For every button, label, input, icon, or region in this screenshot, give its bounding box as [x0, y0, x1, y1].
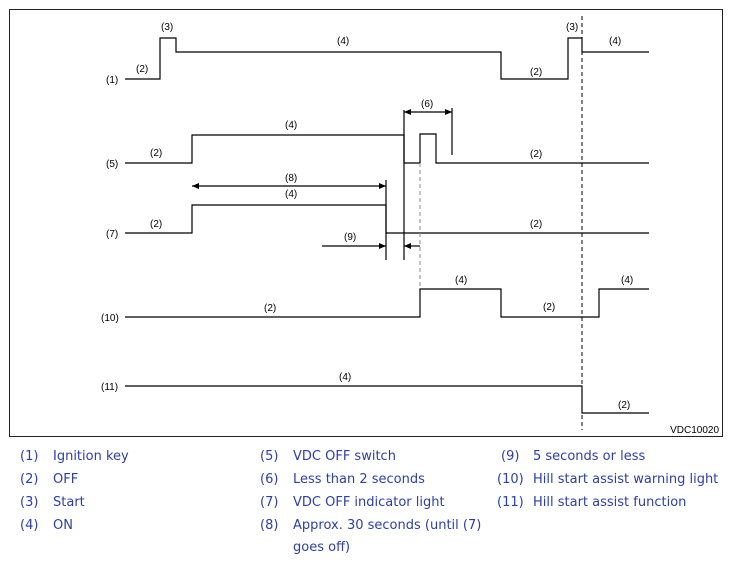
state-label: (4) — [609, 36, 621, 47]
arrowhead — [404, 109, 411, 115]
legend-number: (9) — [501, 449, 520, 464]
legend-item: (9) 5 seconds or less — [497, 446, 727, 469]
timing-diagram: (1) (5) (7) (10) (11) (2) (3) (4) (2) (3… — [101, 16, 649, 430]
state-label: (4) — [455, 275, 467, 286]
legend-item: (11) Hill start assist function — [497, 492, 727, 515]
state-label: (2) — [530, 149, 542, 160]
signal-hill-start-function — [125, 385, 649, 414]
legend-text: goes off) — [293, 540, 351, 555]
legend-text: OFF — [53, 472, 79, 487]
state-label: (3) — [161, 22, 173, 33]
state-label: (4) — [337, 36, 349, 47]
legend-number: (5) — [260, 449, 279, 464]
signal-vdc-off-indicator — [125, 204, 649, 234]
legend-column-3: (9) 5 seconds or less (10) Hill start as… — [497, 446, 727, 515]
arrowhead — [379, 183, 386, 189]
row-label-7: (7) — [106, 229, 118, 240]
legend-text: Less than 2 seconds — [293, 472, 425, 487]
legend-number: (11) — [497, 495, 524, 510]
legend-text: Ignition key — [53, 449, 129, 464]
state-label: (2) — [530, 219, 542, 230]
legend-text: Hill start assist function — [533, 495, 687, 510]
legend-item: (5) VDC OFF switch — [260, 446, 490, 469]
row-label-5: (5) — [106, 159, 118, 170]
legend-item: (2) OFF — [20, 469, 240, 492]
state-label: (4) — [621, 275, 633, 286]
row-label-1: (1) — [106, 75, 118, 86]
legend-item: (3) Start — [20, 492, 240, 515]
state-label: (2) — [618, 400, 630, 411]
signal-vdc-off-switch — [125, 133, 649, 164]
legend-item-continuation: goes off) — [260, 537, 490, 559]
signal-ignition-key — [125, 37, 649, 80]
legend-column-2: (5) VDC OFF switch (6) Less than 2 secon… — [260, 446, 490, 559]
diagram-frame — [9, 9, 723, 437]
legend-text: ON — [53, 518, 73, 533]
legend-number: (7) — [260, 495, 279, 510]
state-label: (6) — [421, 99, 433, 110]
legend-text: Approx. 30 seconds (until (7) — [293, 518, 482, 533]
legend-text: VDC OFF switch — [293, 449, 396, 464]
legend-item: (4) ON — [20, 515, 240, 538]
state-label: (8) — [285, 173, 297, 184]
row-label-11: (11) — [101, 382, 118, 393]
row-label-10: (10) — [101, 313, 119, 324]
signal-hill-start-warning-light — [125, 288, 649, 318]
legend-number: (6) — [260, 472, 279, 487]
legend-item: (1) Ignition key — [20, 446, 240, 469]
state-label: (2) — [264, 303, 276, 314]
legend-text: Hill start assist warning light — [533, 472, 719, 487]
arrowhead — [379, 243, 386, 249]
legend-column-1: (1) Ignition key (2) OFF (3) Start (4) O… — [20, 446, 240, 538]
legend-item: (8) Approx. 30 seconds (until (7) — [260, 515, 490, 537]
state-label: (2) — [136, 64, 148, 75]
legend-item: (10) Hill start assist warning light — [497, 469, 727, 492]
legend-item: (6) Less than 2 seconds — [260, 469, 490, 492]
legend-number: (1) — [20, 449, 39, 464]
legend-number: (2) — [20, 472, 39, 487]
arrowhead — [445, 109, 452, 115]
state-label: (2) — [150, 219, 162, 230]
legend-number: (3) — [20, 495, 39, 510]
legend-text: Start — [53, 495, 85, 510]
legend-item: (7) VDC OFF indicator light — [260, 492, 490, 515]
state-label: (4) — [285, 189, 297, 200]
legend-number: (10) — [497, 472, 524, 487]
arrowhead — [192, 183, 199, 189]
state-label: (2) — [530, 67, 542, 78]
legend-number: (4) — [20, 518, 39, 533]
state-label: (3) — [566, 22, 578, 33]
state-label: (4) — [339, 372, 351, 383]
legend-text: VDC OFF indicator light — [293, 495, 445, 510]
legend-number: (8) — [260, 518, 279, 533]
legend-text: 5 seconds or less — [533, 449, 646, 464]
state-label: (9) — [344, 232, 356, 243]
arrowhead — [404, 243, 411, 249]
figure-code: VDC10020 — [670, 425, 719, 436]
state-label: (2) — [543, 302, 555, 313]
state-label: (4) — [285, 120, 297, 131]
state-label: (2) — [150, 148, 162, 159]
